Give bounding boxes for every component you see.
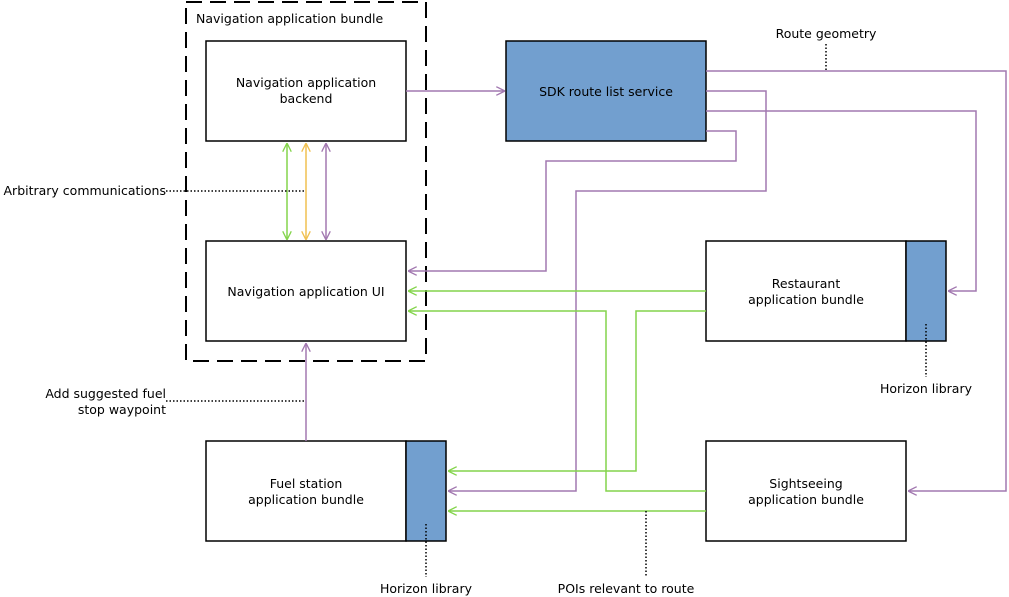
restaurant-bundle-box: Restaurant application bundle bbox=[705, 240, 947, 342]
add-fuel-annotation-line1: Add suggested fuel bbox=[45, 386, 166, 401]
sdk-to-fuel-route-arrow bbox=[449, 90, 767, 491]
backend-label-line1: Navigation application bbox=[236, 75, 376, 90]
sightseeing-bundle-box: Sightseeing application bundle bbox=[705, 440, 907, 542]
add-fuel-annotation-line2: stop waypoint bbox=[78, 402, 166, 417]
sdk-label: SDK route list service bbox=[539, 84, 673, 99]
sightseeing-to-ui-poi-arrow bbox=[409, 311, 706, 492]
ui-box: Navigation application UI bbox=[205, 240, 407, 342]
horizon-restaurant-annotation: Horizon library bbox=[880, 381, 973, 396]
arbitrary-comms-annotation: Arbitrary communications bbox=[4, 183, 167, 198]
sdk-to-restaurant-route-arrow bbox=[706, 110, 977, 291]
horizon-fuel-annotation: Horizon library bbox=[380, 581, 473, 596]
sdk-to-sightseeing-route-arrow bbox=[706, 70, 1007, 491]
restaurant-to-fuel-poi-arrow bbox=[449, 310, 706, 471]
fuel-label-line1: Fuel station bbox=[270, 476, 343, 491]
ui-label: Navigation application UI bbox=[227, 284, 384, 299]
fuel-label-line2: application bundle bbox=[248, 492, 364, 507]
route-geometry-annotation: Route geometry bbox=[776, 26, 877, 41]
pois-annotation: POIs relevant to route bbox=[558, 581, 695, 596]
bundle-dashed-border bbox=[185, 1, 427, 362]
sdk-route-list-service-box: SDK route list service bbox=[505, 40, 707, 142]
sight-label-line1: Sightseeing bbox=[769, 476, 842, 491]
sight-label-line2: application bundle bbox=[748, 492, 864, 507]
fuel-station-bundle-box: Fuel station application bundle bbox=[205, 440, 447, 542]
fuel-horizon-library-block bbox=[405, 440, 447, 542]
bundle-group-label: Navigation application bundle bbox=[196, 11, 384, 26]
restaurant-label-line2: application bundle bbox=[748, 292, 864, 307]
navigation-application-bundle-group: Navigation application bundle bbox=[185, 1, 427, 362]
backend-label-line2: backend bbox=[280, 91, 333, 106]
restaurant-label-line1: Restaurant bbox=[772, 276, 841, 291]
backend-box: Navigation application backend bbox=[205, 40, 407, 142]
sdk-to-ui-route-arrow bbox=[409, 130, 737, 271]
restaurant-horizon-library-block bbox=[905, 240, 947, 342]
